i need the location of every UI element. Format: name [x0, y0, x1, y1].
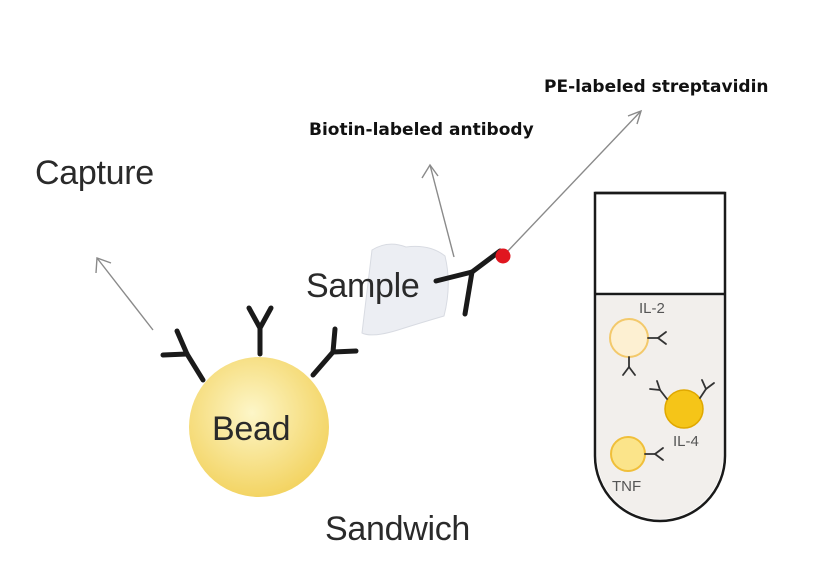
tube-outline [593, 191, 727, 523]
biotin-arrow [429, 164, 455, 258]
sample-blob [361, 243, 449, 336]
bead-antibody-right [310, 326, 359, 378]
pe-arrow [505, 110, 642, 254]
il2-antibody-bottom [622, 356, 636, 376]
capture-arrow-head [95, 257, 112, 274]
tnf-antibody-right [644, 447, 664, 461]
sandwich-label: Sandwich [325, 510, 471, 548]
il2-label: IL-2 [639, 300, 665, 317]
il4-bead [664, 389, 704, 429]
arrows [95, 109, 643, 331]
sample-label: Sample [306, 267, 420, 305]
il4-antibody-left [649, 380, 668, 400]
il4-antibody-right [699, 379, 715, 399]
tnf-bead [610, 436, 646, 472]
biotin-antibody-label: Biotin-labeled antibody [309, 120, 534, 140]
bead-antibody-left [160, 328, 206, 383]
capture-label: Capture [35, 154, 154, 192]
il4-label: IL-4 [673, 433, 699, 450]
bead-antibody-top [246, 305, 274, 357]
il2-antibody-right [647, 331, 667, 345]
il2-bead [609, 318, 649, 358]
bead-label: Bead [212, 410, 291, 448]
tnf-label: TNF [612, 478, 642, 495]
biotin-antibody [433, 248, 503, 317]
tube [593, 191, 727, 523]
biotin-arrow-head [421, 163, 439, 179]
pe-arrow-head [627, 109, 643, 125]
pe-streptavidin-label: PE-labeled streptavidin [544, 77, 769, 97]
pe-streptavidin-dot [495, 248, 511, 264]
capture-bead [189, 357, 329, 497]
capture-arrow [96, 257, 154, 331]
